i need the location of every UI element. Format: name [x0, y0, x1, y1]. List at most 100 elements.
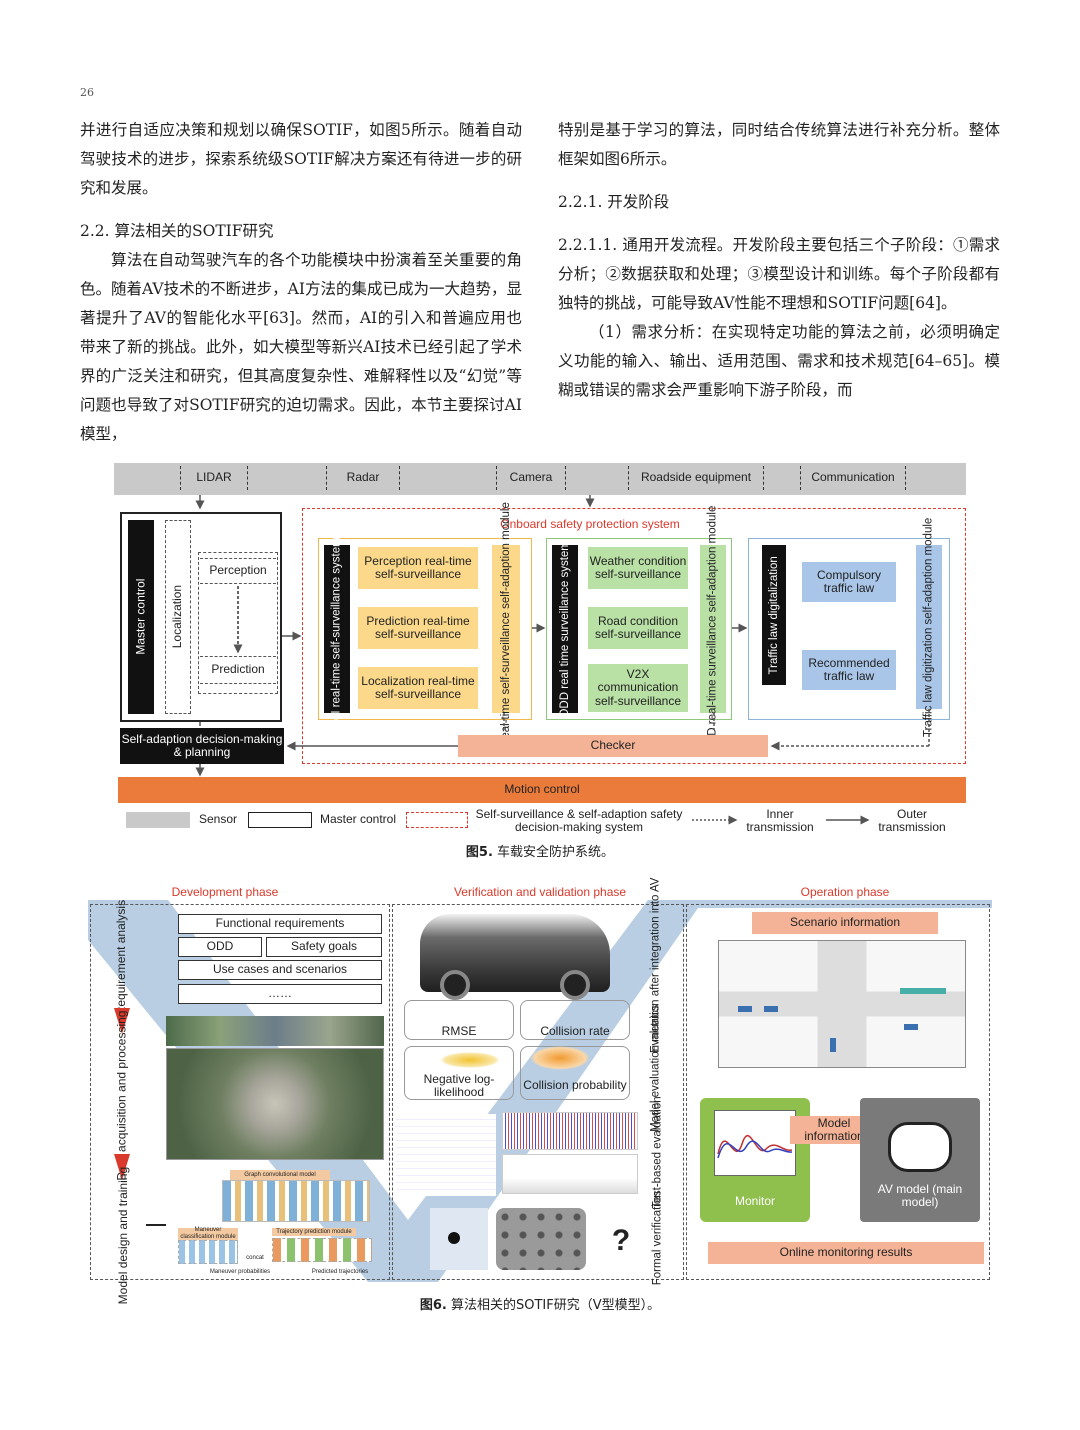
car-wheel: [560, 970, 590, 1000]
prediction-box: Prediction: [200, 656, 276, 684]
monitor-screen: [714, 1110, 796, 1176]
req-odd: ODD: [178, 937, 262, 957]
maneuver-module: [178, 1240, 238, 1264]
arrow-down-icon: [114, 1008, 130, 1034]
localization-box: Localization: [165, 520, 191, 714]
legend-safety-label: Self-surveillance & self-adaption safety…: [475, 806, 683, 834]
master-control-frame: [120, 512, 282, 722]
subsection-heading: 2.2.1. 开发阶段: [558, 193, 670, 211]
sensor-roadside: Roadside equipment: [628, 466, 764, 490]
metric-cp-frame: [520, 1046, 630, 1100]
eval-after-label: Evaluation after integration into AV: [649, 877, 662, 1053]
vehicle-icon: [900, 988, 946, 994]
aerial-image: [166, 1048, 384, 1160]
ai-system-label: AI real-time self-surveillance system: [324, 537, 350, 721]
metric-collision-prob: Collision probability: [523, 1078, 627, 1093]
vehicle-icon: [904, 1024, 918, 1030]
figure-6-caption: 图6. 算法相关的SOTIF研究（V型模型）。: [419, 1298, 661, 1313]
traffic-law-dig-label: Traffic law digitalization: [762, 545, 786, 685]
scenario-info: Scenario information: [752, 912, 938, 934]
gcn-model: [222, 1180, 370, 1222]
req-analysis-label: Requirement analysis: [114, 900, 129, 1016]
right-column: 特别是基于学习的算法，同时结合传统算法进行补充分析。整体框架如图6所示。 2.2…: [558, 116, 1000, 405]
nll-heat: [440, 1052, 500, 1068]
gcn-label: Graph convolutional model: [230, 1170, 330, 1180]
paragraph: 特别是基于学习的算法，同时结合传统算法进行补充分析。整体框架如图6所示。: [558, 121, 1000, 168]
metric-nll-frame: [404, 1046, 514, 1100]
formal-network: [496, 1208, 586, 1270]
formal-question-icon: ?: [611, 1223, 631, 1257]
traj-label: Trajectory prediction module: [272, 1228, 356, 1236]
cp-heat: [530, 1046, 590, 1070]
ai-localization-box: Localization real-time self-surveillance: [358, 667, 478, 709]
perc-pred-frame: [198, 552, 278, 694]
metric-rmse-frame: [404, 1000, 514, 1040]
master-control-label: Master control: [128, 520, 154, 714]
decision-box: Self-adaption decision-making & planning: [120, 728, 284, 764]
data-acq-label: Data acquisition and processing: [114, 1010, 129, 1182]
scenario-plot: [718, 940, 966, 1068]
odd-block: [546, 538, 732, 720]
legend-master-swatch: [248, 812, 312, 828]
odd-v2x-box: V2X communication self-surveillance: [588, 664, 688, 712]
test-eval-label: Test-based evaluation: [651, 1096, 664, 1208]
legend-safety-swatch: [406, 812, 468, 828]
paragraph: 并进行自适应决策和规划以确保SOTIF，如图5所示。随着自动驾驶技术的进步，探索…: [80, 121, 522, 197]
pred-traj-label: Predicted trajectories: [311, 1268, 369, 1275]
perception-box: Perception: [200, 558, 276, 584]
formal-label: Formal verification: [651, 1191, 664, 1285]
maneuver-label: Maneuver classification module: [178, 1227, 238, 1240]
traffic-law-block: [748, 538, 950, 720]
motion-control-bar: Motion control: [118, 777, 966, 803]
car-wheel: [440, 970, 470, 1000]
vehicle-icon: [738, 1006, 752, 1012]
aerial-image-strip: [166, 1016, 384, 1046]
paragraph: 算法在自动驾驶汽车的各个功能模块中扮演着至关重要的角色。随着AV技术的不断进步，…: [80, 251, 522, 443]
vehicle-icon: [764, 1006, 778, 1012]
sensor-lidar: LIDAR: [180, 466, 248, 490]
phase-operation: Operation phase: [800, 885, 890, 900]
av-model-box: [860, 1098, 980, 1222]
maneuver-prob-label: Maneuver probabilities: [209, 1268, 271, 1275]
sensor-communication: Communication: [800, 466, 906, 490]
onboard-title: Onboard safety protection system: [500, 517, 680, 532]
onboard-frame: [302, 508, 966, 764]
left-column: 并进行自适应决策和规划以确保SOTIF，如图5所示。随着自动驾驶技术的进步，探索…: [80, 116, 522, 449]
ai-block: [318, 538, 532, 720]
dev-panel: [90, 904, 390, 1280]
traj-module: [272, 1238, 372, 1262]
vv-panel: [392, 904, 684, 1280]
paragraph: 2.2.1.1. 通用开发流程。开发阶段主要包括三个子阶段：①需求分析；②数据获…: [558, 236, 1000, 312]
model-design-label: Model design and training: [116, 1167, 131, 1305]
odd-weather-box: Weather condition self-surveillance: [588, 547, 688, 589]
legend-master-label: Master control: [319, 812, 397, 827]
monitor-box: [700, 1098, 810, 1222]
ai-perception-box: Perception real-time self-surveillance: [358, 547, 478, 589]
op-panel: [686, 904, 990, 1280]
legend-outer-label: Outer transmission: [878, 806, 946, 834]
model-info: Model information: [790, 1116, 878, 1144]
odd-system-label: ODD real time surveillance system: [552, 541, 578, 717]
legend-sensor-swatch: [126, 812, 190, 828]
ai-adaption-label: AI real-time self-surveillance self-adap…: [492, 502, 520, 756]
phase-development: Development phase: [171, 885, 279, 900]
ai-prediction-box: Prediction real-time self-surveillance: [358, 607, 478, 649]
sensor-radar: Radar: [326, 466, 400, 490]
formal-dot: [448, 1232, 460, 1244]
req-more: ……: [178, 984, 382, 1004]
odd-adaption-label: ODD real-time surveillance self-adaption…: [700, 505, 726, 753]
test-ade-plot: [502, 1112, 638, 1150]
compulsory-law-box: Compulsory traffic law: [802, 562, 896, 602]
paragraph: （1）需求分析：在实现特定功能的算法之前，必须明确定义功能的输入、输出、适用范围…: [558, 323, 1000, 399]
legend-sensor-label: Sensor: [198, 812, 238, 827]
phase-vv: Verification and validation phase: [453, 885, 627, 900]
v-shape: [88, 900, 992, 1282]
metric-collision-rate: Collision rate: [540, 1024, 610, 1039]
brain-icon: [888, 1122, 952, 1172]
legend-inner-label: Inner transmission: [746, 806, 814, 834]
metric-rmse: RMSE: [441, 1024, 477, 1039]
checker-box: Checker: [458, 735, 768, 757]
arrow-left-icon: [146, 1224, 166, 1226]
car-image: [420, 914, 610, 992]
section-heading: 2.2. 算法相关的SOTIF研究: [80, 222, 274, 240]
